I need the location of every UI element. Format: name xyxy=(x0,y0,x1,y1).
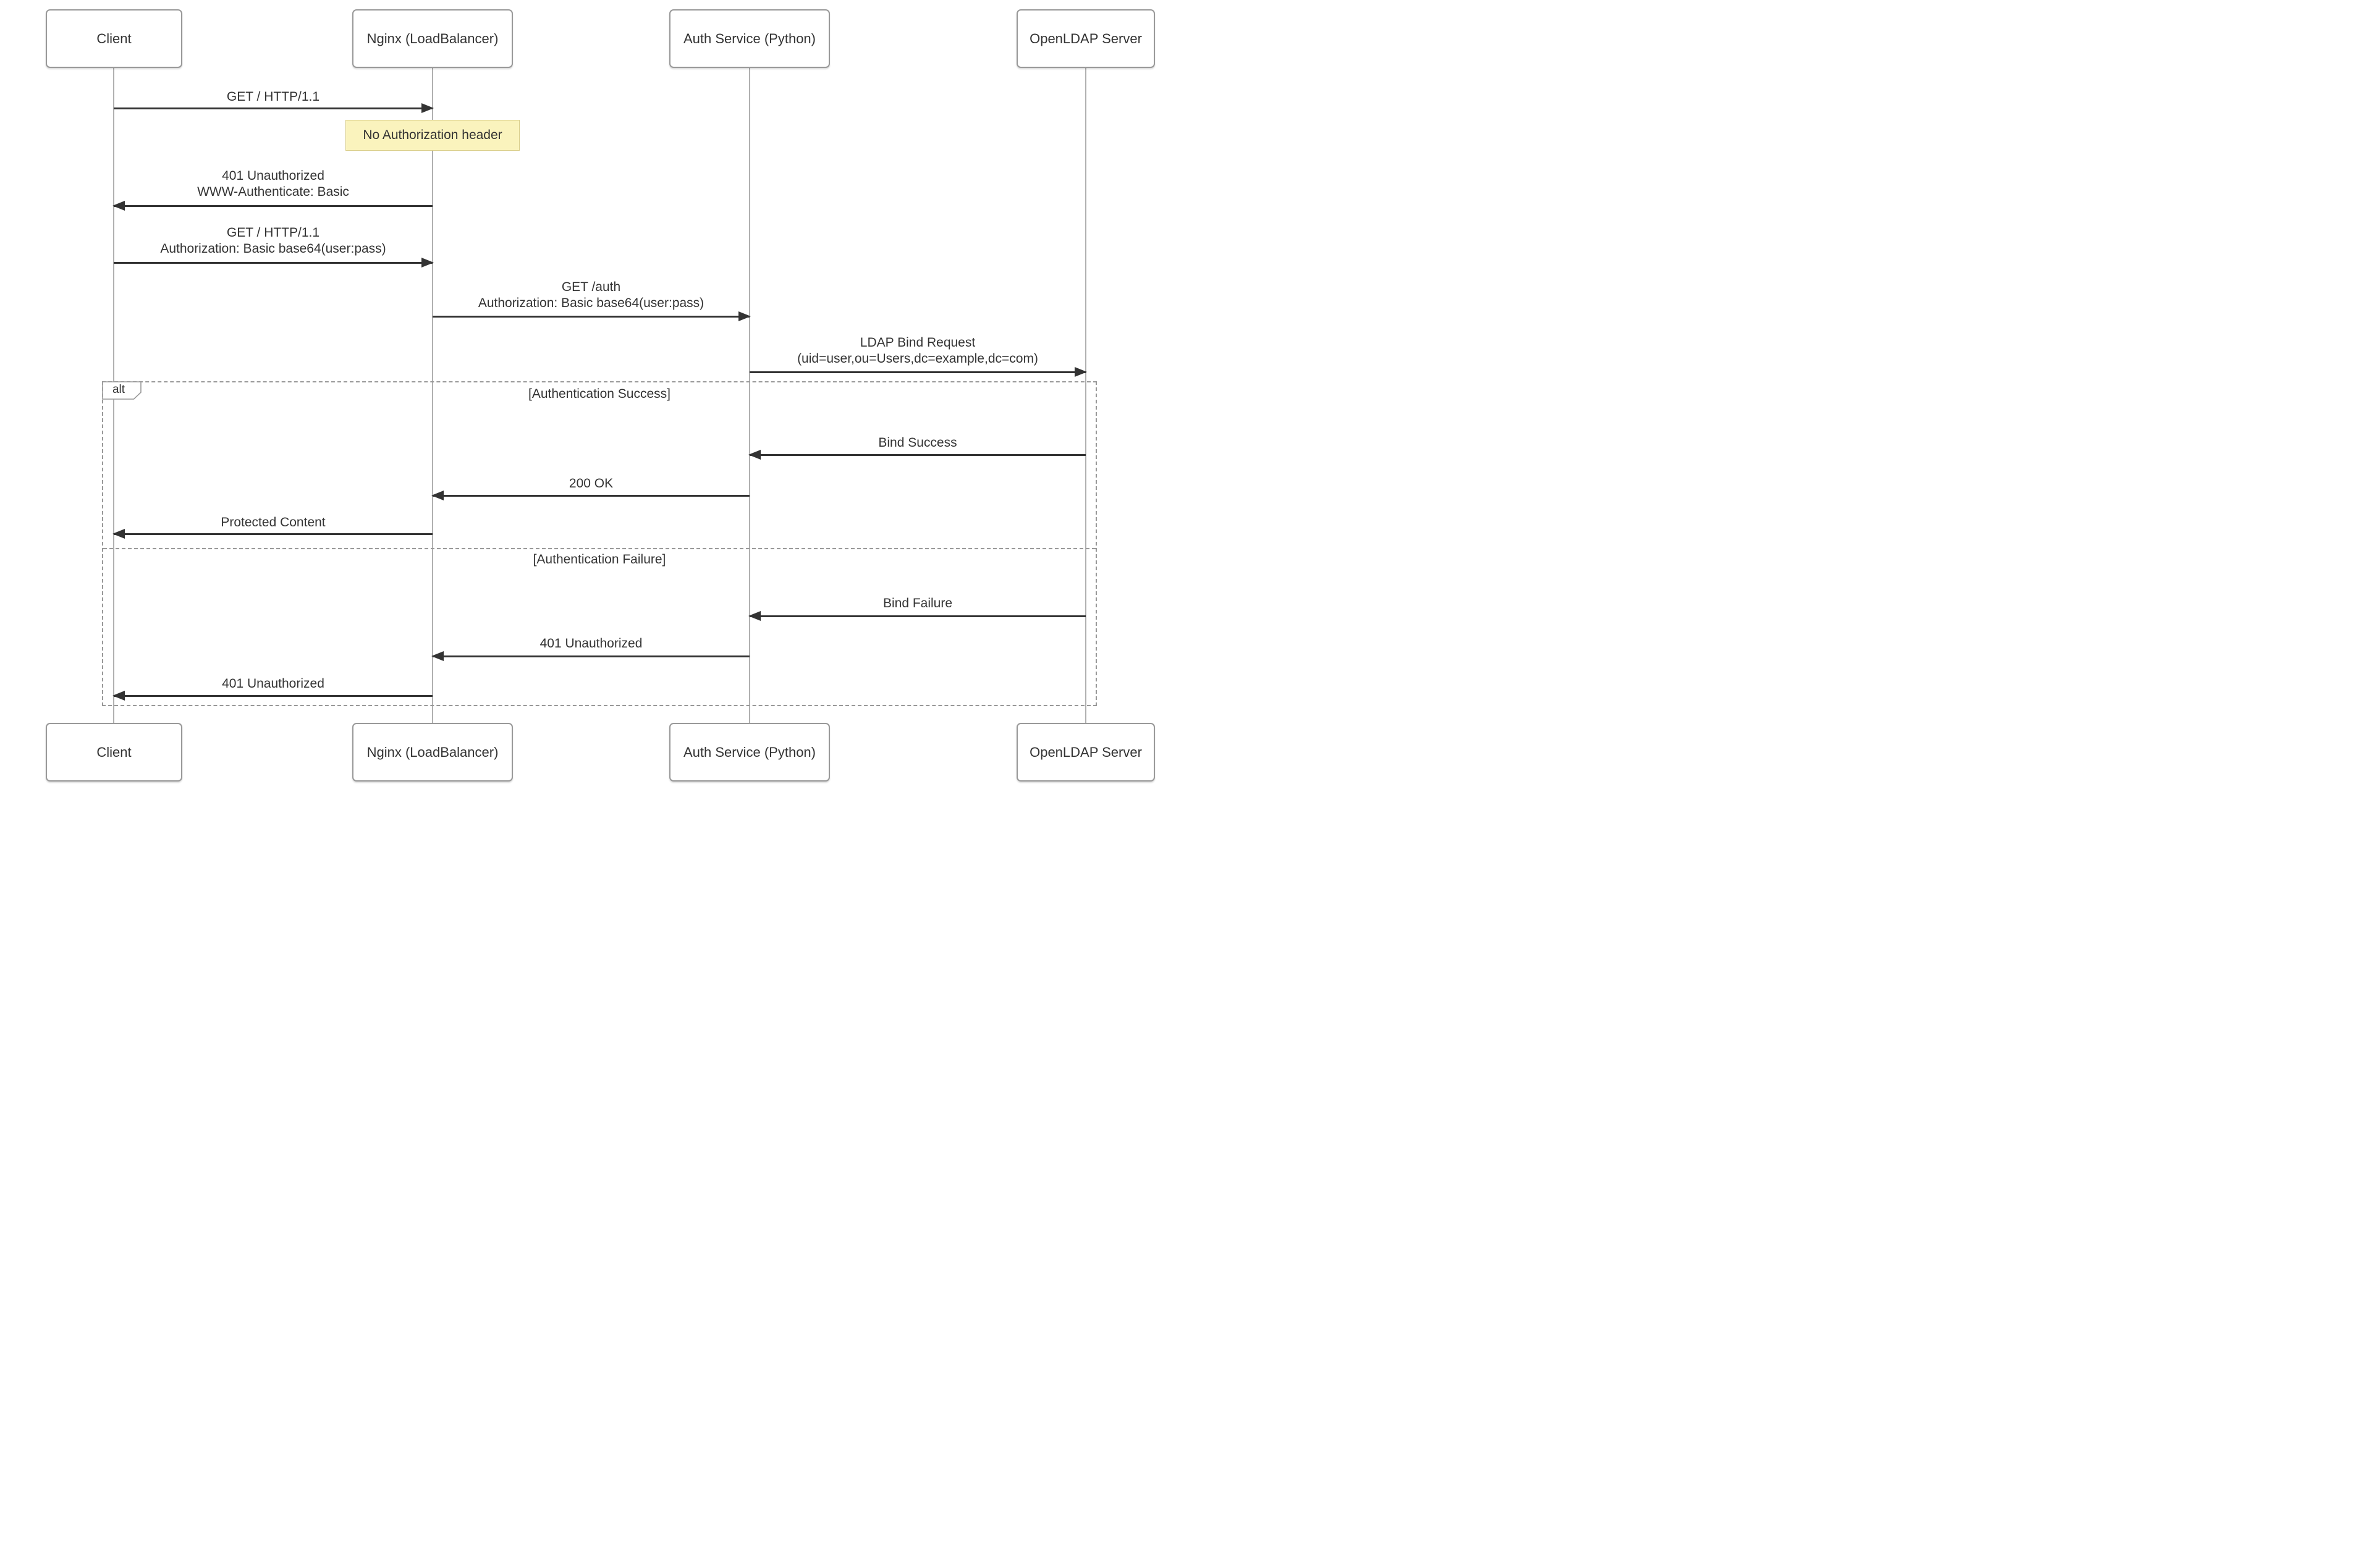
message-label-get-auth: GET /auth Authorization: Basic base64(us… xyxy=(478,280,704,310)
actor-label: Client xyxy=(96,744,132,760)
note-no-authorization-header: No Authorization header xyxy=(345,120,520,151)
message-label-401-www-authenticate: 401 Unauthorized WWW-Authenticate: Basic xyxy=(197,169,349,199)
message-arrow-nginx-to-client-401 xyxy=(112,691,433,701)
actor-label: Client xyxy=(96,30,132,46)
alt-divider xyxy=(103,548,1096,549)
message-arrow-ldap-to-auth-success xyxy=(748,450,1086,460)
actor-bottom-client: Client xyxy=(46,723,182,782)
arrowhead-right-icon xyxy=(421,258,434,268)
actor-bottom-openldap: OpenLDAP Server xyxy=(1017,723,1155,782)
message-label-401-auth-to-nginx: 401 Unauthorized xyxy=(539,636,643,651)
arrowhead-left-icon xyxy=(431,491,444,500)
alt-condition-success: [Authentication Success] xyxy=(528,387,670,401)
lifeline-nginx xyxy=(432,68,433,723)
message-label-get-root-1: GET / HTTP/1.1 xyxy=(226,90,320,104)
arrowhead-right-icon xyxy=(1075,367,1087,377)
actor-bottom-auth-service: Auth Service (Python) xyxy=(669,723,830,782)
message-label-200-ok: 200 OK xyxy=(569,476,614,491)
arrowhead-left-icon xyxy=(112,691,125,701)
message-label-401-nginx-to-client: 401 Unauthorized xyxy=(222,677,324,691)
arrowhead-left-icon xyxy=(112,201,125,211)
arrowhead-right-icon xyxy=(421,103,434,113)
message-arrow-client-to-nginx-2 xyxy=(114,258,434,268)
actor-label: Nginx (LoadBalancer) xyxy=(366,744,499,760)
message-arrow-client-to-nginx-1 xyxy=(114,103,434,113)
arrowhead-left-icon xyxy=(112,529,125,539)
message-arrow-auth-to-ldap xyxy=(750,367,1087,377)
message-arrow-auth-to-nginx-401 xyxy=(431,651,750,661)
arrowhead-right-icon xyxy=(738,311,751,321)
alt-frame xyxy=(102,381,1097,706)
alt-tag-shape xyxy=(102,381,142,400)
alt-condition-failure: [Authentication Failure] xyxy=(533,552,666,567)
actor-top-auth-service: Auth Service (Python) xyxy=(669,9,830,68)
message-arrow-nginx-to-auth xyxy=(433,311,751,321)
lifeline-openldap xyxy=(1085,68,1086,723)
actor-label: Auth Service (Python) xyxy=(683,744,816,760)
message-arrow-nginx-to-client-protected xyxy=(112,529,433,539)
actor-label: OpenLDAP Server xyxy=(1030,30,1142,46)
message-arrow-nginx-to-client-1 xyxy=(112,201,433,211)
message-label-bind-success: Bind Success xyxy=(878,436,957,450)
actor-top-client: Client xyxy=(46,9,182,68)
actor-top-openldap: OpenLDAP Server xyxy=(1017,9,1155,68)
message-label-ldap-bind-request: LDAP Bind Request (uid=user,ou=Users,dc=… xyxy=(797,335,1038,366)
arrowhead-left-icon xyxy=(431,651,444,661)
message-label-bind-failure: Bind Failure xyxy=(882,596,953,610)
message-arrow-ldap-to-auth-failure xyxy=(748,611,1086,621)
actor-bottom-nginx: Nginx (LoadBalancer) xyxy=(352,723,513,782)
message-arrow-auth-to-nginx-200 xyxy=(431,491,750,500)
arrowhead-left-icon xyxy=(748,450,761,460)
message-label-get-root-2: GET / HTTP/1.1 Authorization: Basic base… xyxy=(160,226,386,256)
actor-label: Nginx (LoadBalancer) xyxy=(366,30,499,46)
actor-label: Auth Service (Python) xyxy=(683,30,816,46)
actor-top-nginx: Nginx (LoadBalancer) xyxy=(352,9,513,68)
message-label-protected-content: Protected Content xyxy=(221,515,326,529)
note-text: No Authorization header xyxy=(363,128,502,142)
lifeline-auth-service xyxy=(749,68,750,723)
arrowhead-left-icon xyxy=(748,611,761,621)
alt-keyword: alt xyxy=(112,383,125,396)
sequence-diagram: Client Nginx (LoadBalancer) Auth Service… xyxy=(0,0,1186,784)
actor-label: OpenLDAP Server xyxy=(1030,744,1142,760)
